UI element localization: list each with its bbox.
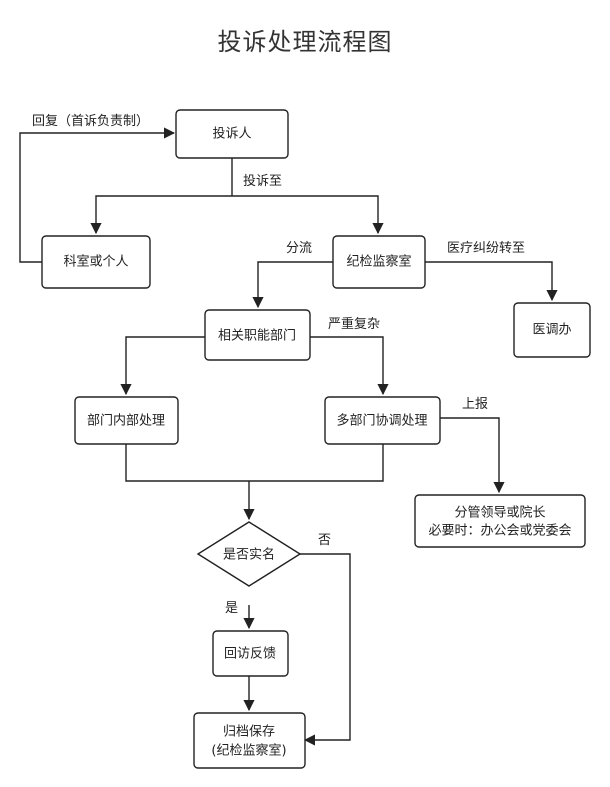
label-complain-to: 投诉至	[243, 173, 282, 189]
node-medical-office: 医调办	[513, 302, 591, 358]
node-internal-label: 部门内部处理	[87, 413, 165, 429]
edge-report-up	[440, 417, 505, 494]
node-functional-dept-label: 相关职能部门	[218, 329, 296, 344]
node-discipline: 纪检监察室	[332, 235, 426, 289]
node-dept-person-label: 科室或个人	[63, 254, 128, 270]
label-reply: 回复（首诉负责制）	[32, 114, 149, 129]
node-real-name-label: 是否实名	[223, 547, 275, 563]
node-discipline-label: 纪检监察室	[346, 254, 411, 270]
label-report-up: 上报	[462, 397, 488, 412]
label-yes: 是	[225, 601, 238, 616]
node-leader-line2: 必要时：办公会或党委会	[428, 524, 571, 539]
edge-no	[300, 553, 351, 746]
edge-reply	[19, 127, 176, 263]
edge-medical-transfer	[425, 261, 558, 302]
node-archive-line2: (纪检监察室)	[211, 743, 286, 759]
page-title: 投诉处理流程图	[217, 28, 393, 56]
label-divert: 分流	[286, 241, 312, 256]
node-real-name: 是否实名	[196, 521, 302, 587]
node-medical-office-label: 医调办	[532, 323, 571, 338]
node-archive-line1: 归档保存	[223, 725, 275, 740]
edge-serious	[310, 336, 389, 396]
node-complainant-label: 投诉人	[212, 126, 251, 142]
edge-to-dept-person	[90, 195, 232, 235]
node-leader-line1: 分管领导或院长	[454, 506, 545, 521]
node-leader: 分管领导或院长 必要时：办公会或党委会	[414, 494, 586, 548]
edge-divert	[252, 261, 333, 309]
node-revisit-label: 回访反馈	[224, 647, 276, 662]
node-revisit: 回访反馈	[212, 630, 289, 677]
node-functional-dept: 相关职能部门	[204, 309, 311, 361]
edge-merge	[125, 444, 384, 482]
node-complainant: 投诉人	[175, 109, 289, 159]
edge-to-internal	[120, 336, 205, 396]
node-dept-person: 科室或个人	[41, 235, 151, 289]
label-no: 否	[318, 533, 331, 548]
node-internal: 部门内部处理	[74, 396, 179, 445]
node-multi: 多部门协调处理	[324, 396, 441, 445]
edge-to-discipline	[232, 195, 384, 235]
label-serious: 严重复杂	[328, 316, 380, 332]
label-medical-transfer: 医疗纠纷转至	[447, 241, 525, 256]
node-multi-label: 多部门协调处理	[336, 413, 427, 429]
node-archive: 归档保存 (纪检监察室)	[193, 712, 306, 769]
